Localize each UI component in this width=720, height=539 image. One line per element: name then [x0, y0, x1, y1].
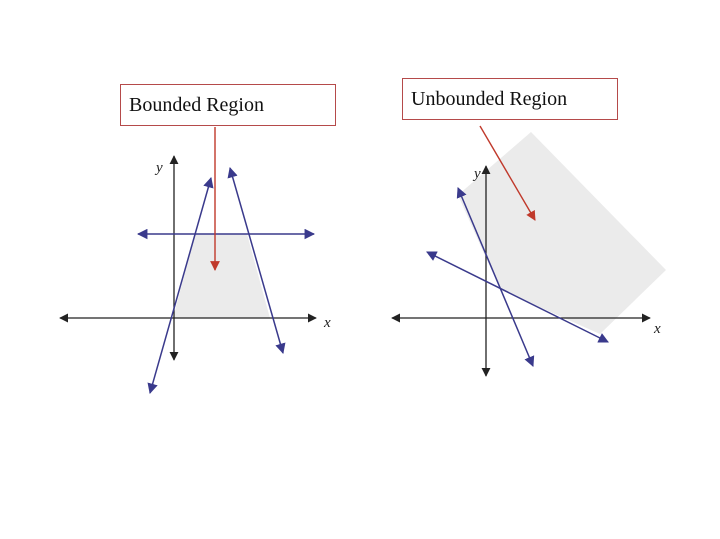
bounded-x-axis-label: x [323, 315, 331, 331]
bounded-shaded-region [173, 234, 270, 318]
bounded-y-axis-label: y [154, 160, 163, 176]
bounded-right-constraint-line [227, 166, 286, 355]
unbounded-shallow-constraint-line [426, 251, 609, 343]
unbounded-x-axis-label: x [653, 321, 661, 337]
bounded-graph: y x [59, 127, 331, 395]
unbounded-region-callout-text: Unbounded Region [411, 87, 568, 110]
unbounded-y-axis-label: y [472, 166, 481, 182]
unbounded-pointer-arrow [479, 125, 536, 221]
bounded-region-callout-text: Bounded Region [129, 93, 264, 116]
bounded-left-constraint-line [147, 176, 214, 395]
unbounded-region-callout: Unbounded Region [402, 78, 618, 120]
unbounded-shaded-region [458, 132, 666, 334]
bounded-region-callout: Bounded Region [120, 84, 336, 126]
unbounded-graph: y x [391, 125, 666, 377]
